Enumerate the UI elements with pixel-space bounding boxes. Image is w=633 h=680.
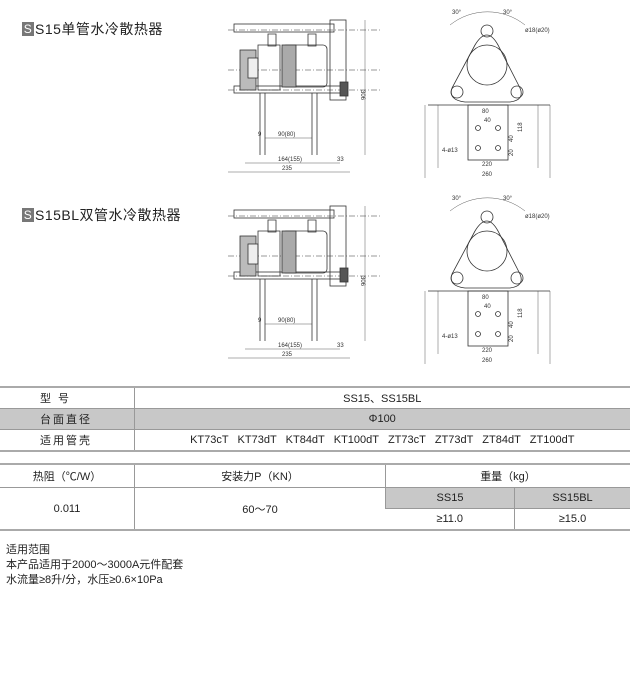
dim-118: 118	[518, 308, 524, 318]
dim-80: 80	[482, 109, 489, 115]
front-view	[424, 197, 551, 364]
table-row: 台面直径 Φ100	[0, 408, 630, 430]
table-row: 型 号 SS15、SS15BL	[0, 387, 630, 409]
spec-table: 型 号 SS15、SS15BL 台面直径 Φ100 适用管壳 KT73cT KT73d…	[0, 386, 630, 452]
value-model: SS15、SS15BL	[133, 387, 630, 409]
performance-table: 热阻（℃/W） 安装力P（KN） 重量（kg） 0.011 60～70 SS15…	[0, 463, 630, 531]
table-row: 适用管壳 KT73cT KT73dT KT84dT KT100dT ZT73cT …	[0, 429, 630, 451]
dim-inner: 90(80)	[278, 132, 295, 138]
value-thermal: 0.011	[53, 502, 81, 515]
angle-right: 30°	[503, 10, 513, 16]
angle-left: 30°	[452, 196, 462, 202]
header-thermal: 热阻（℃/W）	[32, 471, 102, 483]
value-diameter: Φ100	[133, 408, 630, 430]
dim-40v: 40	[509, 135, 515, 142]
title-badge: S	[22, 208, 34, 222]
dim-260: 260	[482, 358, 493, 364]
dim-total: 235	[282, 352, 293, 358]
side-view	[228, 205, 380, 359]
title-badge: S	[22, 22, 34, 36]
weight-ss15: ≥11.0	[436, 513, 464, 525]
dim-offset: 33	[337, 157, 344, 163]
drawing-ss15: 306 90(80) 9 164(155) 33 235 30° 30° ø18…	[228, 10, 551, 178]
header-weight: 重量（kg）	[385, 464, 630, 488]
dim-offset: 33	[337, 343, 344, 349]
dim-mid: 164(155)	[278, 343, 302, 349]
label-model: 型 号	[40, 393, 72, 405]
dim-80: 80	[482, 295, 489, 301]
notes-line: 水流量≥8升/分，水压≥0.6×10Pa	[6, 574, 163, 586]
dim-220: 220	[482, 162, 493, 168]
pipe-diameter: ø18(ø20)	[525, 214, 550, 220]
value-housing: KT73cT KT73dT KT84dT KT100dT ZT73cT ZT73…	[133, 429, 630, 451]
notes-line: 本产品适用于2000～3000A元件配套	[6, 559, 184, 571]
dim-220: 220	[482, 348, 493, 354]
dim-40v: 40	[509, 321, 515, 328]
dim-nine: 9	[258, 132, 262, 138]
dim-40: 40	[484, 304, 491, 310]
section-title-ss15bl: S S15BL双管水冷散热器	[22, 205, 181, 225]
label-diameter: 台面直径	[40, 414, 92, 426]
notes-heading: 适用范围	[6, 544, 50, 556]
dim-inner: 90(80)	[278, 318, 295, 324]
dim-260: 260	[482, 172, 493, 178]
dim-total: 235	[282, 166, 293, 172]
header-force: 安装力P（KN）	[134, 464, 386, 488]
dim-mid: 164(155)	[278, 157, 302, 163]
table-row: 0.011 60～70 SS15 SS15BL	[0, 487, 630, 530]
dim-40: 40	[484, 118, 491, 124]
dim-height: 306	[359, 90, 365, 101]
model-ss15bl: SS15BL	[514, 487, 630, 509]
dim-height: 306	[359, 276, 365, 287]
drawing-ss15bl: 306 90(80) 9 164(155) 33 235 30° 30° ø18…	[228, 196, 551, 364]
table-row: 热阻（℃/W） 安装力P（KN） 重量（kg）	[0, 464, 630, 488]
application-notes: 适用范围 本产品适用于2000～3000A元件配套 水流量≥8升/分，水压≥0.…	[6, 543, 183, 588]
section-title-text: S15单管水冷散热器	[35, 21, 163, 37]
angle-right: 30°	[503, 196, 513, 202]
pipe-diameter: ø18(ø20)	[525, 28, 550, 34]
front-view	[424, 11, 551, 178]
holes: 4-ø13	[442, 334, 458, 340]
section-title-text: S15BL双管水冷散热器	[35, 207, 182, 223]
label-housing: 适用管壳	[40, 435, 92, 447]
dim-20: 20	[509, 335, 515, 342]
dim-20: 20	[509, 149, 515, 156]
holes: 4-ø13	[442, 148, 458, 154]
model-ss15: SS15	[385, 487, 515, 509]
angle-left: 30°	[452, 10, 462, 16]
side-view	[228, 19, 380, 173]
section-title-ss15: S S15单管水冷散热器	[22, 19, 163, 39]
dim-118: 118	[518, 122, 524, 132]
value-force: 60～70	[134, 487, 386, 530]
dim-nine: 9	[258, 318, 262, 324]
weight-ss15bl: ≥15.0	[514, 508, 630, 530]
